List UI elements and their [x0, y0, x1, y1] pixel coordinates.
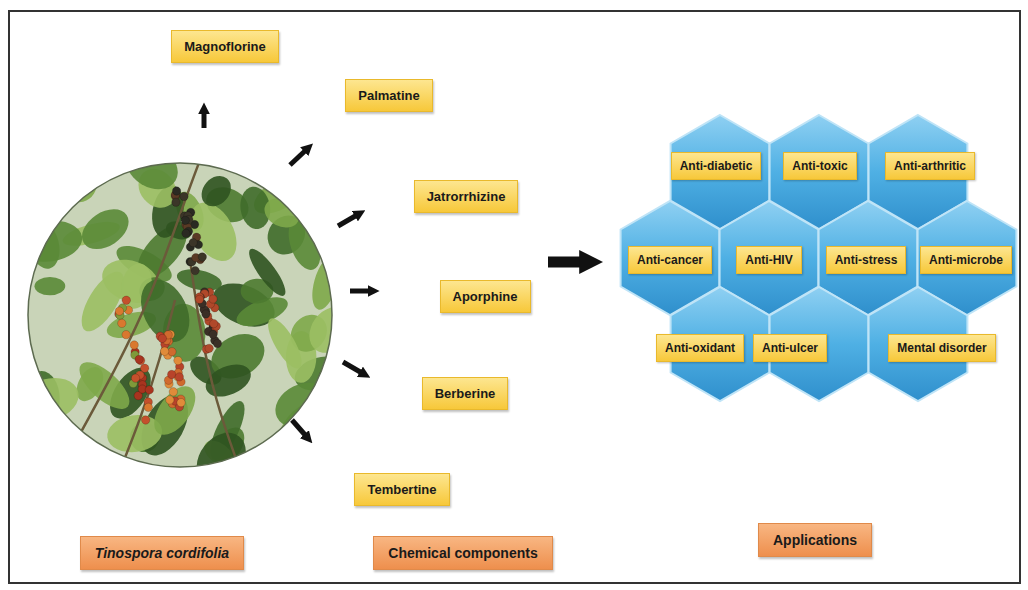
node-text: Anti-HIV: [745, 253, 792, 267]
node-text: Berberine: [435, 386, 496, 401]
application-label: Anti-stress: [826, 246, 907, 274]
section-label: Chemical components: [373, 536, 552, 570]
node-text: Mental disorder: [897, 341, 986, 355]
node-text: Anti-toxic: [792, 159, 847, 173]
node-text: Chemical components: [388, 545, 537, 561]
application-label: Anti-microbe: [920, 246, 1012, 274]
compound-box: Aporphine: [440, 280, 531, 313]
node-text: Anti-diabetic: [680, 159, 753, 173]
application-label: Anti-cancer: [628, 246, 712, 274]
node-text: Anti-arthritic: [894, 159, 966, 173]
application-label: Anti-toxic: [783, 152, 856, 180]
node-text: Anti-microbe: [929, 253, 1003, 267]
node-text: Anti-oxidant: [665, 341, 735, 355]
leader-arrows: [204, 112, 370, 436]
node-text: Aporphine: [453, 289, 518, 304]
application-label: Mental disorder: [888, 334, 995, 362]
compound-box: Berberine: [422, 377, 509, 410]
node-text: Tembertine: [367, 482, 436, 497]
node-text: Tinospora cordifolia: [95, 545, 229, 561]
node-text: Anti-stress: [835, 253, 898, 267]
section-label: Applications: [758, 523, 872, 557]
node-text: Anti-cancer: [637, 253, 703, 267]
application-label: Anti-diabetic: [671, 152, 762, 180]
node-text: Anti-ulcer: [762, 341, 818, 355]
photo-border: [28, 163, 332, 467]
compound-box: Magnoflorine: [171, 30, 279, 63]
application-label: Anti-ulcer: [753, 334, 827, 362]
node-text: Jatrorrhizine: [427, 189, 506, 204]
compound-box: Palmatine: [345, 79, 432, 112]
application-label: Anti-oxidant: [656, 334, 744, 362]
hexagon-cluster: [621, 115, 1017, 401]
application-label: Anti-arthritic: [885, 152, 975, 180]
compound-box: Jatrorrhizine: [414, 180, 519, 213]
node-text: Applications: [773, 532, 857, 548]
compound-box: Tembertine: [354, 473, 449, 506]
main-arrow: [548, 257, 584, 268]
section-label: Tinospora cordifolia: [80, 536, 244, 570]
node-text: Magnoflorine: [184, 39, 266, 54]
plant-photo: [5, 135, 365, 495]
frame: [9, 11, 1020, 583]
node-text: Palmatine: [358, 88, 419, 103]
application-label: Anti-HIV: [736, 246, 801, 274]
